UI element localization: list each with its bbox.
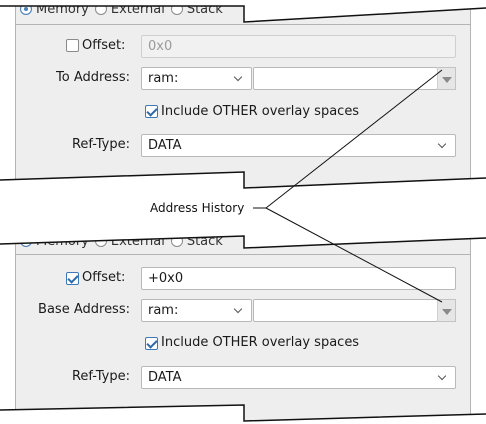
group-border — [16, 24, 470, 25]
ref-type-label: Ref-Type: — [71, 137, 130, 152]
base-address-label: Base Address: — [38, 302, 130, 317]
tear-edge — [0, 232, 486, 424]
include-overlay-checkbox[interactable] — [145, 337, 158, 350]
top-panel: Memory External Stack Offset: 0x0 To Add… — [0, 0, 486, 190]
ref-type-value: DATA — [148, 370, 182, 385]
address-history-button[interactable] — [437, 299, 456, 322]
address-history-callout: Address History — [150, 201, 245, 215]
address-space-combo[interactable]: ram: — [141, 67, 252, 90]
ref-type-label: Ref-Type: — [71, 369, 130, 384]
offset-checkbox[interactable] — [66, 39, 79, 52]
offset-label: Offset: — [82, 270, 126, 285]
offset-label: Offset: — [82, 38, 126, 53]
include-overlay-label: Include OTHER overlay spaces — [161, 335, 360, 350]
address-space-combo[interactable]: ram: — [141, 299, 252, 322]
to-address-label: To Address: — [56, 70, 130, 85]
offset-checkbox[interactable] — [66, 272, 79, 285]
ref-type-combo[interactable]: DATA — [141, 366, 456, 389]
tear-edge — [0, 0, 486, 190]
include-overlay-checkbox[interactable] — [145, 105, 158, 118]
address-space-value: ram: — [148, 303, 179, 318]
offset-field[interactable]: 0x0 — [141, 35, 456, 58]
bottom-panel: Memory External Stack Offset: +0x0 Base … — [0, 232, 486, 424]
ref-type-value: DATA — [148, 138, 182, 153]
address-space-value: ram: — [148, 71, 179, 86]
group-border — [16, 254, 470, 255]
